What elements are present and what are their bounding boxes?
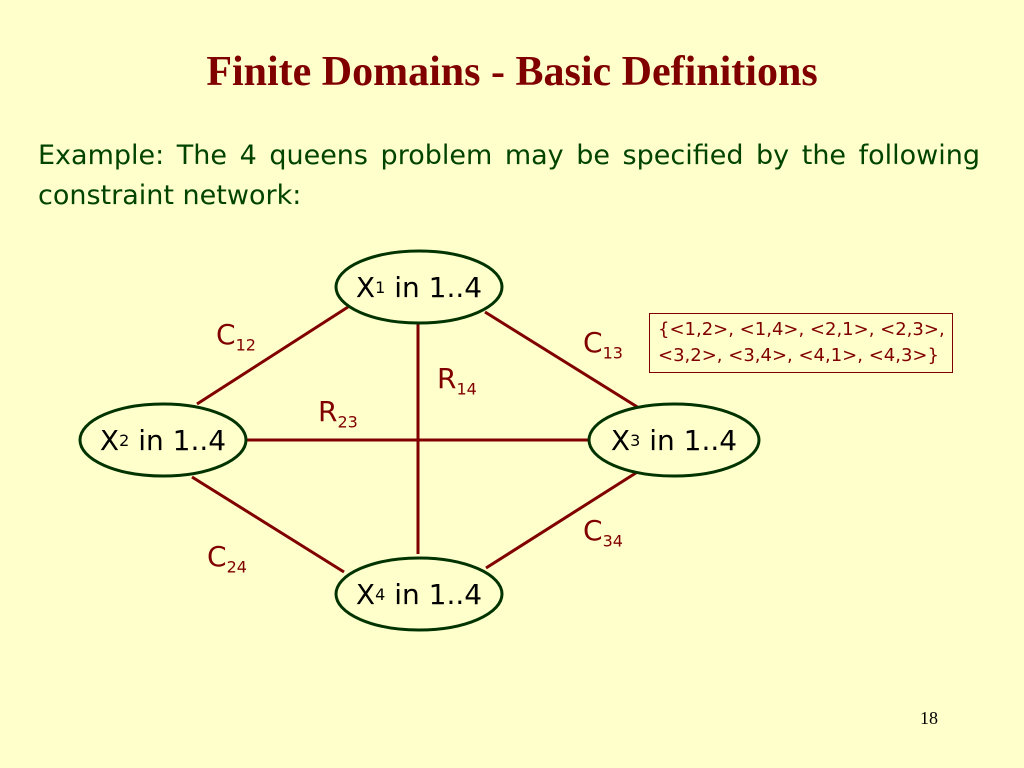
page-number: 18 bbox=[920, 708, 938, 728]
label-c34: C34 bbox=[583, 514, 623, 551]
edge-c13 bbox=[484, 310, 640, 410]
node-x4-sub: 4 bbox=[375, 584, 386, 604]
node-x3-ellipse bbox=[587, 402, 761, 478]
label-r23-sub: 23 bbox=[337, 412, 358, 432]
node-x2-domain: in 1..4 bbox=[129, 423, 227, 457]
node-x4-var: X bbox=[355, 577, 376, 611]
node-x2-ellipse bbox=[78, 402, 248, 478]
label-c13-sym: C bbox=[583, 326, 603, 359]
edge-c24 bbox=[191, 475, 345, 574]
node-x1-var: X bbox=[355, 270, 376, 304]
label-c34-sub: 34 bbox=[602, 531, 623, 551]
node-x2-var: X bbox=[99, 423, 120, 457]
label-c24-sym: C bbox=[207, 540, 227, 573]
intro-text: Example: The 4 queens problem may be spe… bbox=[38, 140, 980, 211]
node-x3-sub: 3 bbox=[630, 430, 641, 450]
label-c24-sub: 24 bbox=[226, 557, 247, 577]
node-x3-var: X bbox=[610, 423, 631, 457]
node-x1-domain: in 1..4 bbox=[385, 270, 483, 304]
node-x1-ellipse bbox=[334, 249, 504, 325]
relation-line-1: {<1,2>, <1,4>, <2,1>, <2,3>, bbox=[658, 319, 945, 340]
label-c13-sub: 13 bbox=[602, 343, 623, 363]
label-c12-sym: C bbox=[216, 318, 236, 351]
slide-title: Finite Domains - Basic Definitions bbox=[206, 49, 818, 95]
label-c12-sub: 12 bbox=[235, 335, 256, 355]
label-r14-sym: R bbox=[437, 362, 457, 395]
node-x3-domain: in 1..4 bbox=[640, 423, 738, 457]
label-r23: R23 bbox=[318, 395, 358, 432]
label-r14: R14 bbox=[437, 362, 477, 399]
label-r14-sub: 14 bbox=[456, 379, 477, 399]
label-r23-sym: R bbox=[318, 395, 338, 428]
node-x4-domain: in 1..4 bbox=[385, 577, 483, 611]
label-c12: C12 bbox=[216, 318, 256, 355]
label-c24: C24 bbox=[207, 540, 247, 577]
label-c34-sym: C bbox=[583, 514, 603, 547]
relation-line-2: <3,2>, <3,4>, <4,1>, <4,3>} bbox=[658, 345, 939, 366]
edge-c12 bbox=[196, 305, 349, 406]
node-x4-ellipse bbox=[334, 556, 504, 632]
edge-c34 bbox=[485, 469, 640, 570]
node-x1-sub: 1 bbox=[375, 277, 386, 297]
node-x2-sub: 2 bbox=[119, 430, 130, 450]
relation-box: {<1,2>, <1,4>, <2,1>, <2,3>, <3,2>, <3,4… bbox=[649, 313, 953, 373]
label-c13: C13 bbox=[583, 326, 623, 363]
